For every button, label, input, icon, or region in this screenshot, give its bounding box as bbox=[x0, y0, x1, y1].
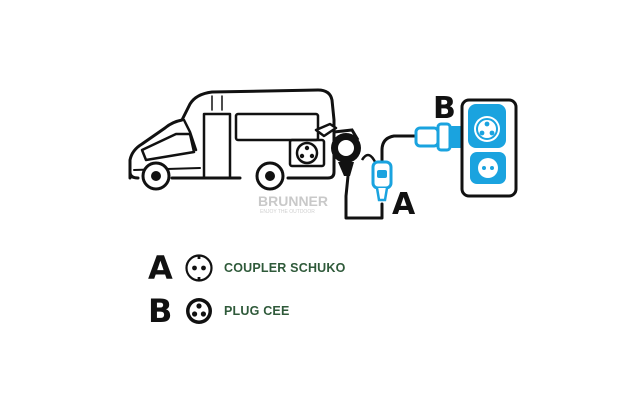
legend-label-b: PLUG CEE bbox=[224, 304, 290, 318]
schuko-socket-icon bbox=[185, 254, 213, 282]
motorhome-wheel-rear bbox=[255, 161, 285, 191]
motorhome-illustration bbox=[128, 88, 336, 180]
cee-coupler-icon bbox=[314, 122, 361, 176]
power-cable bbox=[344, 134, 418, 220]
cee-socket-icon bbox=[186, 298, 212, 324]
legend-letter-b: B bbox=[148, 292, 173, 330]
motorhome-inlet-socket-icon bbox=[295, 141, 319, 165]
motorhome-wheel-front bbox=[141, 161, 171, 191]
watermark-subtext: ENJOY THE OUTDOOR bbox=[260, 209, 315, 215]
cee-plug-icon bbox=[414, 122, 462, 152]
legend-row-b: B PLUG CEE bbox=[148, 294, 290, 328]
legend-label-a: COUPLER SCHUKO bbox=[224, 261, 346, 275]
legend-row-a: A COUPLER SCHUKO bbox=[148, 251, 346, 285]
cee-outlet-socket-icon bbox=[468, 104, 506, 148]
brunner-watermark-logo: BRUNNER ENJOY THE OUTDOOR bbox=[258, 193, 328, 215]
schuko-outlet-socket-icon bbox=[470, 152, 506, 184]
legend-letter-a: A bbox=[148, 249, 173, 287]
diagram-label-a: A bbox=[392, 187, 416, 222]
schuko-coupler-icon bbox=[371, 160, 393, 202]
watermark-text: BRUNNER bbox=[258, 193, 328, 209]
diagram-label-b: B bbox=[433, 91, 456, 126]
